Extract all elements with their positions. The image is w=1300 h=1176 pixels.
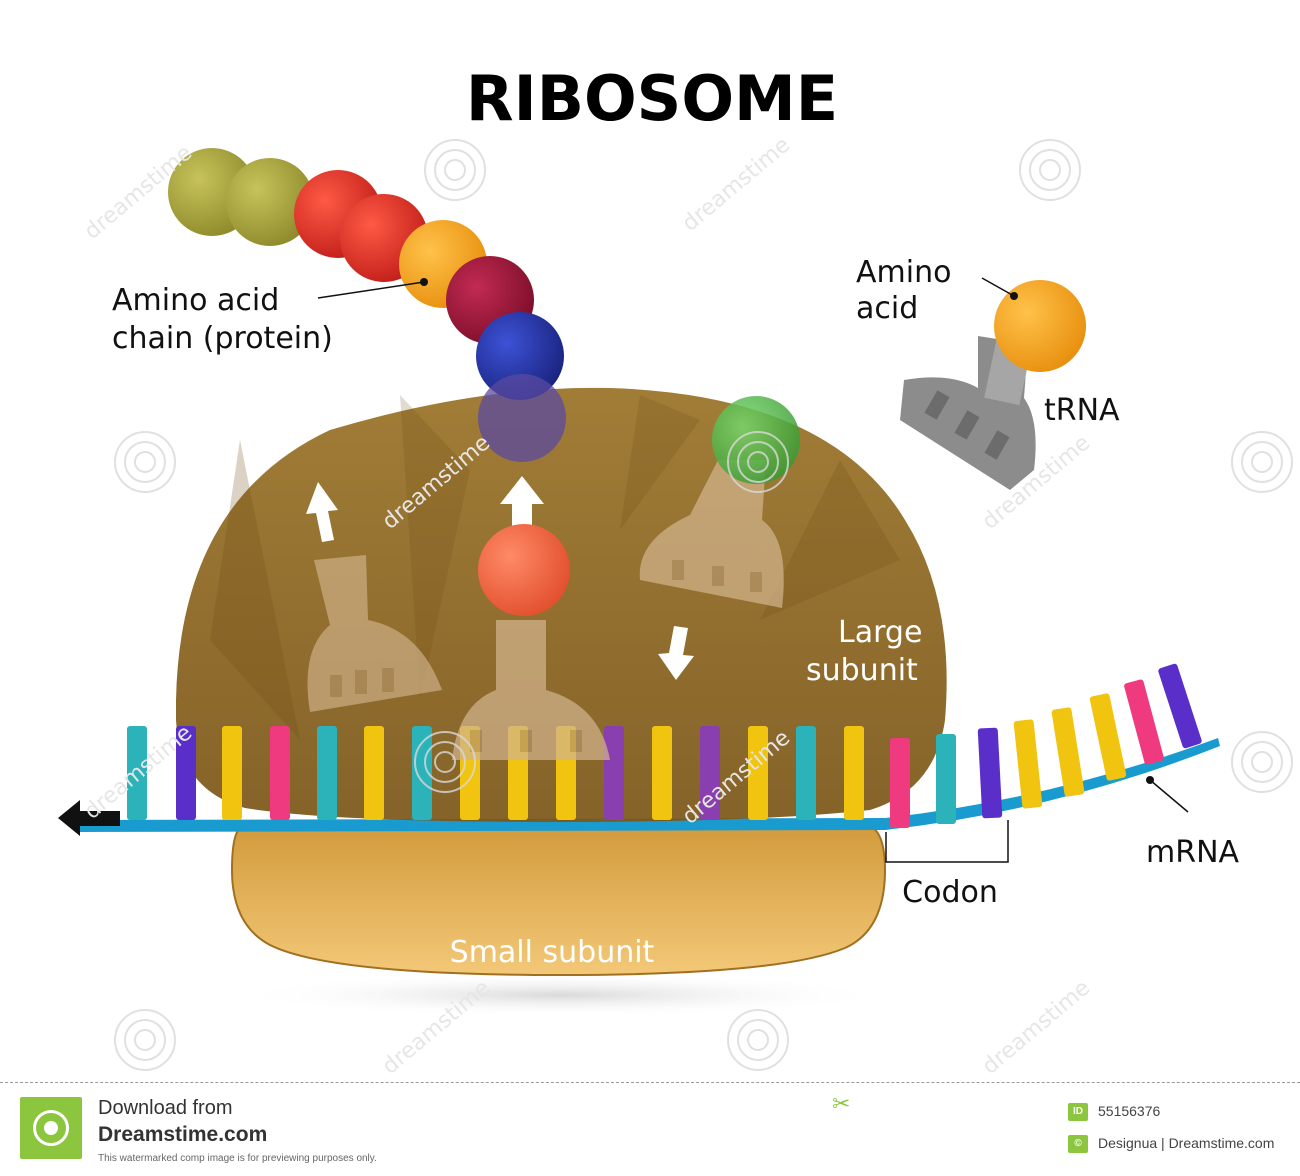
trna-aminoacyl-site (639, 460, 784, 608)
nucleotide (1051, 707, 1085, 797)
nucleotide (1089, 693, 1127, 781)
mrna-label: mRNA (1146, 835, 1240, 870)
nucleotide (796, 726, 816, 820)
nucleotide (700, 726, 720, 820)
free-trna (900, 280, 1086, 490)
nucleotide (127, 726, 147, 820)
amino-acid-label: acid (856, 291, 918, 326)
watermark-note: This watermarked comp image is for previ… (98, 1153, 377, 1164)
amino-acid-chain-label: Amino acid (112, 283, 279, 318)
spiral-watermark-icon (114, 139, 1293, 1071)
nucleotide (222, 726, 242, 820)
trna-exit-site (307, 555, 442, 712)
trna-peptidyl-site (452, 620, 610, 760)
diagram-title: RIBOSOME (466, 62, 838, 135)
nucleotide (604, 726, 624, 820)
amino-acid-bead (478, 524, 570, 616)
small-subunit-label: Small subunit (450, 935, 655, 970)
nucleotide (1158, 663, 1202, 749)
nucleotide (748, 726, 768, 820)
large-subunit-label: subunit (806, 653, 918, 688)
amino-acid-chain (168, 148, 800, 616)
download-from-text: Download from (98, 1097, 233, 1119)
watermark-footer: Download from Dreamstime.com This waterm… (0, 1082, 1300, 1176)
mrna-strand (80, 738, 1220, 832)
nucleotide (317, 726, 337, 820)
arrow-down-icon (658, 626, 694, 680)
amino-acid-chain-label: chain (protein) (112, 321, 333, 356)
nucleotide (1124, 679, 1164, 765)
svg-text:dreamstime: dreamstime (678, 133, 795, 237)
arrow-up-icon (306, 482, 338, 542)
arrow-up-icon (500, 476, 544, 532)
chain-pointer-line (317, 281, 425, 299)
nucleotide (936, 734, 956, 824)
nucleotide (652, 726, 672, 820)
image-id: 55156376 (1098, 1103, 1161, 1119)
amino-acid-bead (994, 280, 1086, 372)
nucleotide (890, 738, 910, 828)
scissors-icon: ✂ (832, 1091, 851, 1116)
nucleotide (1013, 719, 1043, 809)
amino-acid-bead (226, 158, 314, 246)
mrna-pointer-line (1149, 779, 1189, 813)
ribosome-diagram: RIBOSOME (58, 62, 1293, 1080)
amino-acid-pointer-line (981, 277, 1015, 297)
nucleotide (364, 726, 384, 820)
amino-acid-label: Amino (856, 255, 951, 290)
nucleotide (844, 726, 864, 820)
ribosome-shadow (230, 973, 890, 1017)
amino-acid-bead (478, 374, 566, 462)
nucleotide (176, 726, 196, 820)
small-subunit (230, 824, 887, 977)
image-credit: Designua | Dreamstime.com (1098, 1135, 1275, 1151)
id-badge: ID (1068, 1103, 1088, 1121)
codon-bracket (885, 820, 1009, 863)
trna-label: tRNA (1044, 393, 1120, 428)
arrow-left-icon (58, 800, 120, 836)
copyright-badge: © (1068, 1135, 1088, 1153)
codon-label: Codon (902, 875, 998, 910)
large-subunit-label: Large (838, 615, 922, 650)
amino-acid-bead (476, 312, 564, 400)
site-name: Dreamstime.com (98, 1123, 268, 1146)
nucleotide (270, 726, 290, 820)
svg-text:dreamstime: dreamstime (978, 976, 1095, 1080)
nucleotide (977, 727, 1003, 819)
dreamstime-logo (20, 1097, 82, 1159)
nucleotides (127, 663, 1202, 828)
